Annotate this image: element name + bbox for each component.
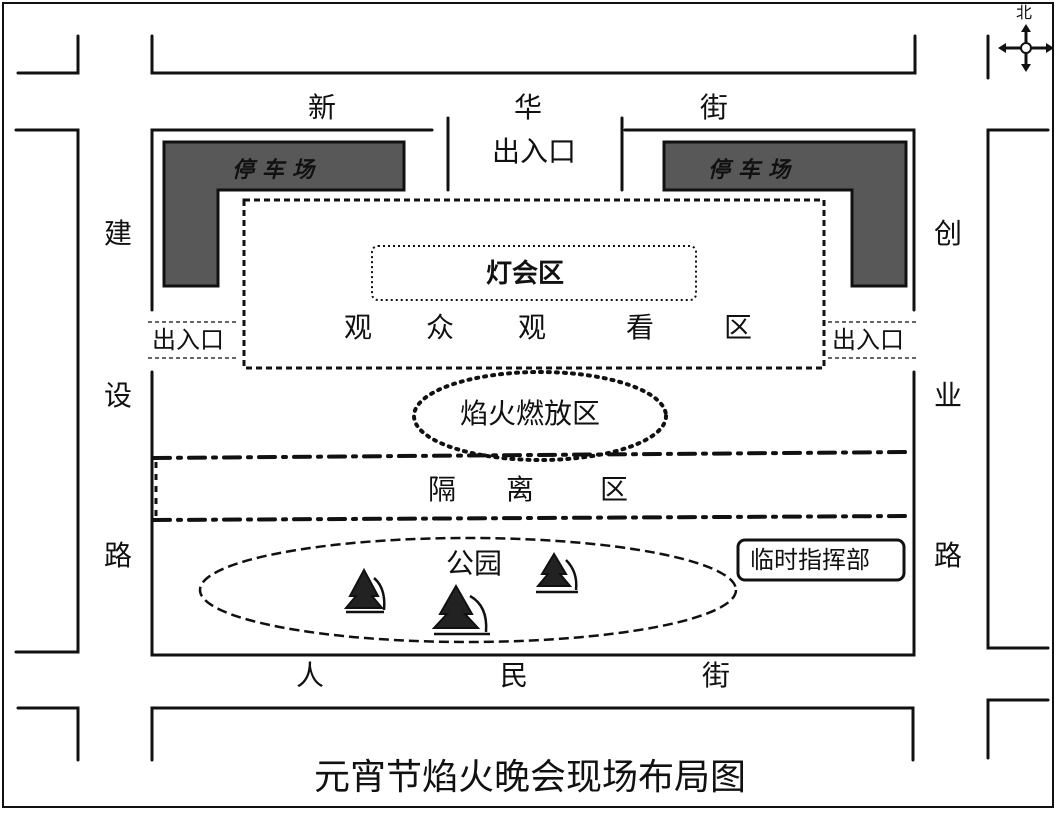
street-south-char-1: 人: [296, 659, 325, 692]
street-north-char-1: 新: [308, 91, 337, 124]
audience-area-char-5: 区: [724, 311, 753, 344]
isolation-zone-char-1: 隔: [428, 473, 457, 506]
park-label: 公园: [446, 547, 503, 580]
park-area: [198, 536, 738, 644]
audience-area-char-1: 观: [344, 311, 373, 344]
block-curb-north: [150, 34, 917, 75]
street-south-char-2: 民: [500, 659, 529, 692]
block-curb-south: [150, 706, 915, 762]
audience-area: [242, 198, 826, 370]
lantern-area: [371, 245, 697, 301]
street-west-char-3: 路: [104, 539, 133, 572]
isolation-zone-char-2: 离: [506, 473, 535, 506]
tree-icon: [343, 567, 386, 614]
tree-icon: [431, 583, 490, 636]
fireworks-zone: [412, 370, 668, 462]
parking-lot-left: [162, 140, 406, 288]
west-entrance-label: 出入口: [152, 326, 224, 354]
block-curb-nw: [16, 34, 80, 75]
block-curb-sw: [16, 706, 80, 762]
venue-wall-north-left: [150, 128, 434, 312]
audience-area-char-3: 观: [518, 311, 547, 344]
map-title: 元宵节焰火晚会现场布局图: [313, 757, 746, 798]
isolation-line-bottom: [152, 514, 914, 522]
audience-area-char-4: 看: [626, 311, 655, 344]
street-north-char-3: 街: [700, 91, 729, 124]
street-east-char-1: 创: [934, 217, 963, 250]
isolation-line-top: [152, 450, 914, 460]
command-post-label: 临时指挥部: [750, 546, 870, 574]
parking-lot-right-label: 停车场: [708, 158, 799, 183]
compass-north-label: 北: [1016, 3, 1033, 22]
parking-lot-left-label: 停车场: [232, 158, 323, 183]
street-south-char-3: 街: [702, 659, 731, 692]
venue-wall-south: [150, 370, 916, 657]
tree-icon: [535, 552, 578, 594]
street-east-char-2: 业: [934, 379, 963, 412]
venue-wall-north-right: [623, 128, 916, 312]
block-curb-east: [986, 128, 1050, 650]
fireworks-zone-label: 焰火燃放区: [460, 397, 601, 430]
lantern-area-label: 灯会区: [486, 259, 565, 289]
compass-icon: [998, 24, 1054, 72]
street-west-char-2: 设: [104, 379, 133, 412]
east-entrance-label: 出入口: [832, 326, 904, 354]
isolation-zone-char-3: 区: [600, 473, 629, 506]
street-west-char-1: 建: [104, 217, 133, 250]
audience-area-char-2: 众: [426, 311, 455, 344]
command-post-box: [736, 538, 906, 582]
block-curb-se: [986, 698, 1050, 760]
street-east-char-3: 路: [934, 539, 963, 572]
block-curb-west: [14, 128, 80, 654]
street-north-char-2: 华: [514, 91, 543, 124]
north-entrance-label: 出入口: [492, 135, 577, 168]
parking-lot-right: [662, 140, 908, 288]
